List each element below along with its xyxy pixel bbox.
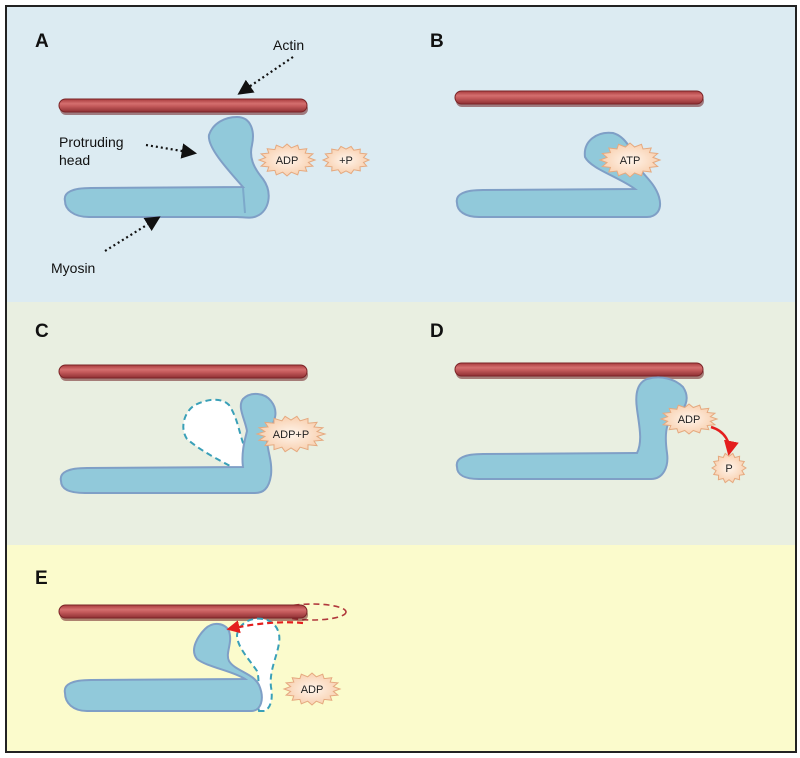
phosphate-text: +P xyxy=(339,155,353,167)
band-panels-a-b xyxy=(7,7,795,302)
protruding-head-label-line2: head xyxy=(59,152,90,168)
panel-a: A Actin Protruding head Myosin ADP +P xyxy=(35,31,371,276)
figure-frame: A Actin Protruding head Myosin ADP +P xyxy=(5,5,797,753)
adp-text: ADP xyxy=(678,414,701,426)
atp-text: ATP xyxy=(620,155,641,167)
panel-d-label: D xyxy=(430,321,444,342)
myosin-cycle-diagram: A Actin Protruding head Myosin ADP +P xyxy=(35,31,747,712)
actin-label: Actin xyxy=(273,37,304,53)
myosin-body xyxy=(455,376,688,480)
panel-e: E ADP xyxy=(35,568,347,712)
adp-molecule: ADP xyxy=(257,143,317,177)
actin-filament xyxy=(58,364,309,382)
previous-head-outline xyxy=(235,617,281,712)
adp-molecule: ADP xyxy=(659,403,719,435)
adp-molecule: ADP xyxy=(282,672,342,706)
adp-p-molecule: ADP+P xyxy=(255,415,327,453)
adp-p-text: ADP+P xyxy=(273,429,309,441)
adp-text: ADP xyxy=(301,684,324,696)
actin-filament xyxy=(454,362,705,380)
atp-molecule: ATP xyxy=(598,142,662,178)
myosin-body xyxy=(59,393,277,494)
panel-d: D ADP P xyxy=(430,321,747,484)
actin-dotted-arrow-icon xyxy=(237,56,294,95)
panel-c-label: C xyxy=(35,321,49,342)
phosphate-text: P xyxy=(725,463,732,475)
panel-e-label: E xyxy=(35,568,48,589)
myosin-body xyxy=(63,623,263,712)
panel-b-label: B xyxy=(430,31,444,52)
protruding-head-label-line1: Protruding xyxy=(59,134,124,150)
actin-filament xyxy=(58,604,309,622)
panel-a-label: A xyxy=(35,31,49,52)
actin-filament xyxy=(58,98,309,116)
phosphate-molecule: P xyxy=(711,452,747,484)
curved-red-arrow-icon xyxy=(226,620,304,634)
panel-b: B ATP xyxy=(430,31,705,218)
phosphate-molecule: +P xyxy=(321,145,371,175)
myosin-body xyxy=(63,115,270,219)
adp-text: ADP xyxy=(276,155,299,167)
panel-c: C ADP+P xyxy=(35,321,327,494)
curved-red-arrow-icon xyxy=(710,425,739,456)
myosin-dotted-arrow-icon xyxy=(104,216,161,252)
head-dotted-arrow-icon xyxy=(145,143,198,159)
band-panel-e xyxy=(7,545,795,751)
actin-filament xyxy=(454,90,705,108)
myosin-label: Myosin xyxy=(51,260,95,276)
